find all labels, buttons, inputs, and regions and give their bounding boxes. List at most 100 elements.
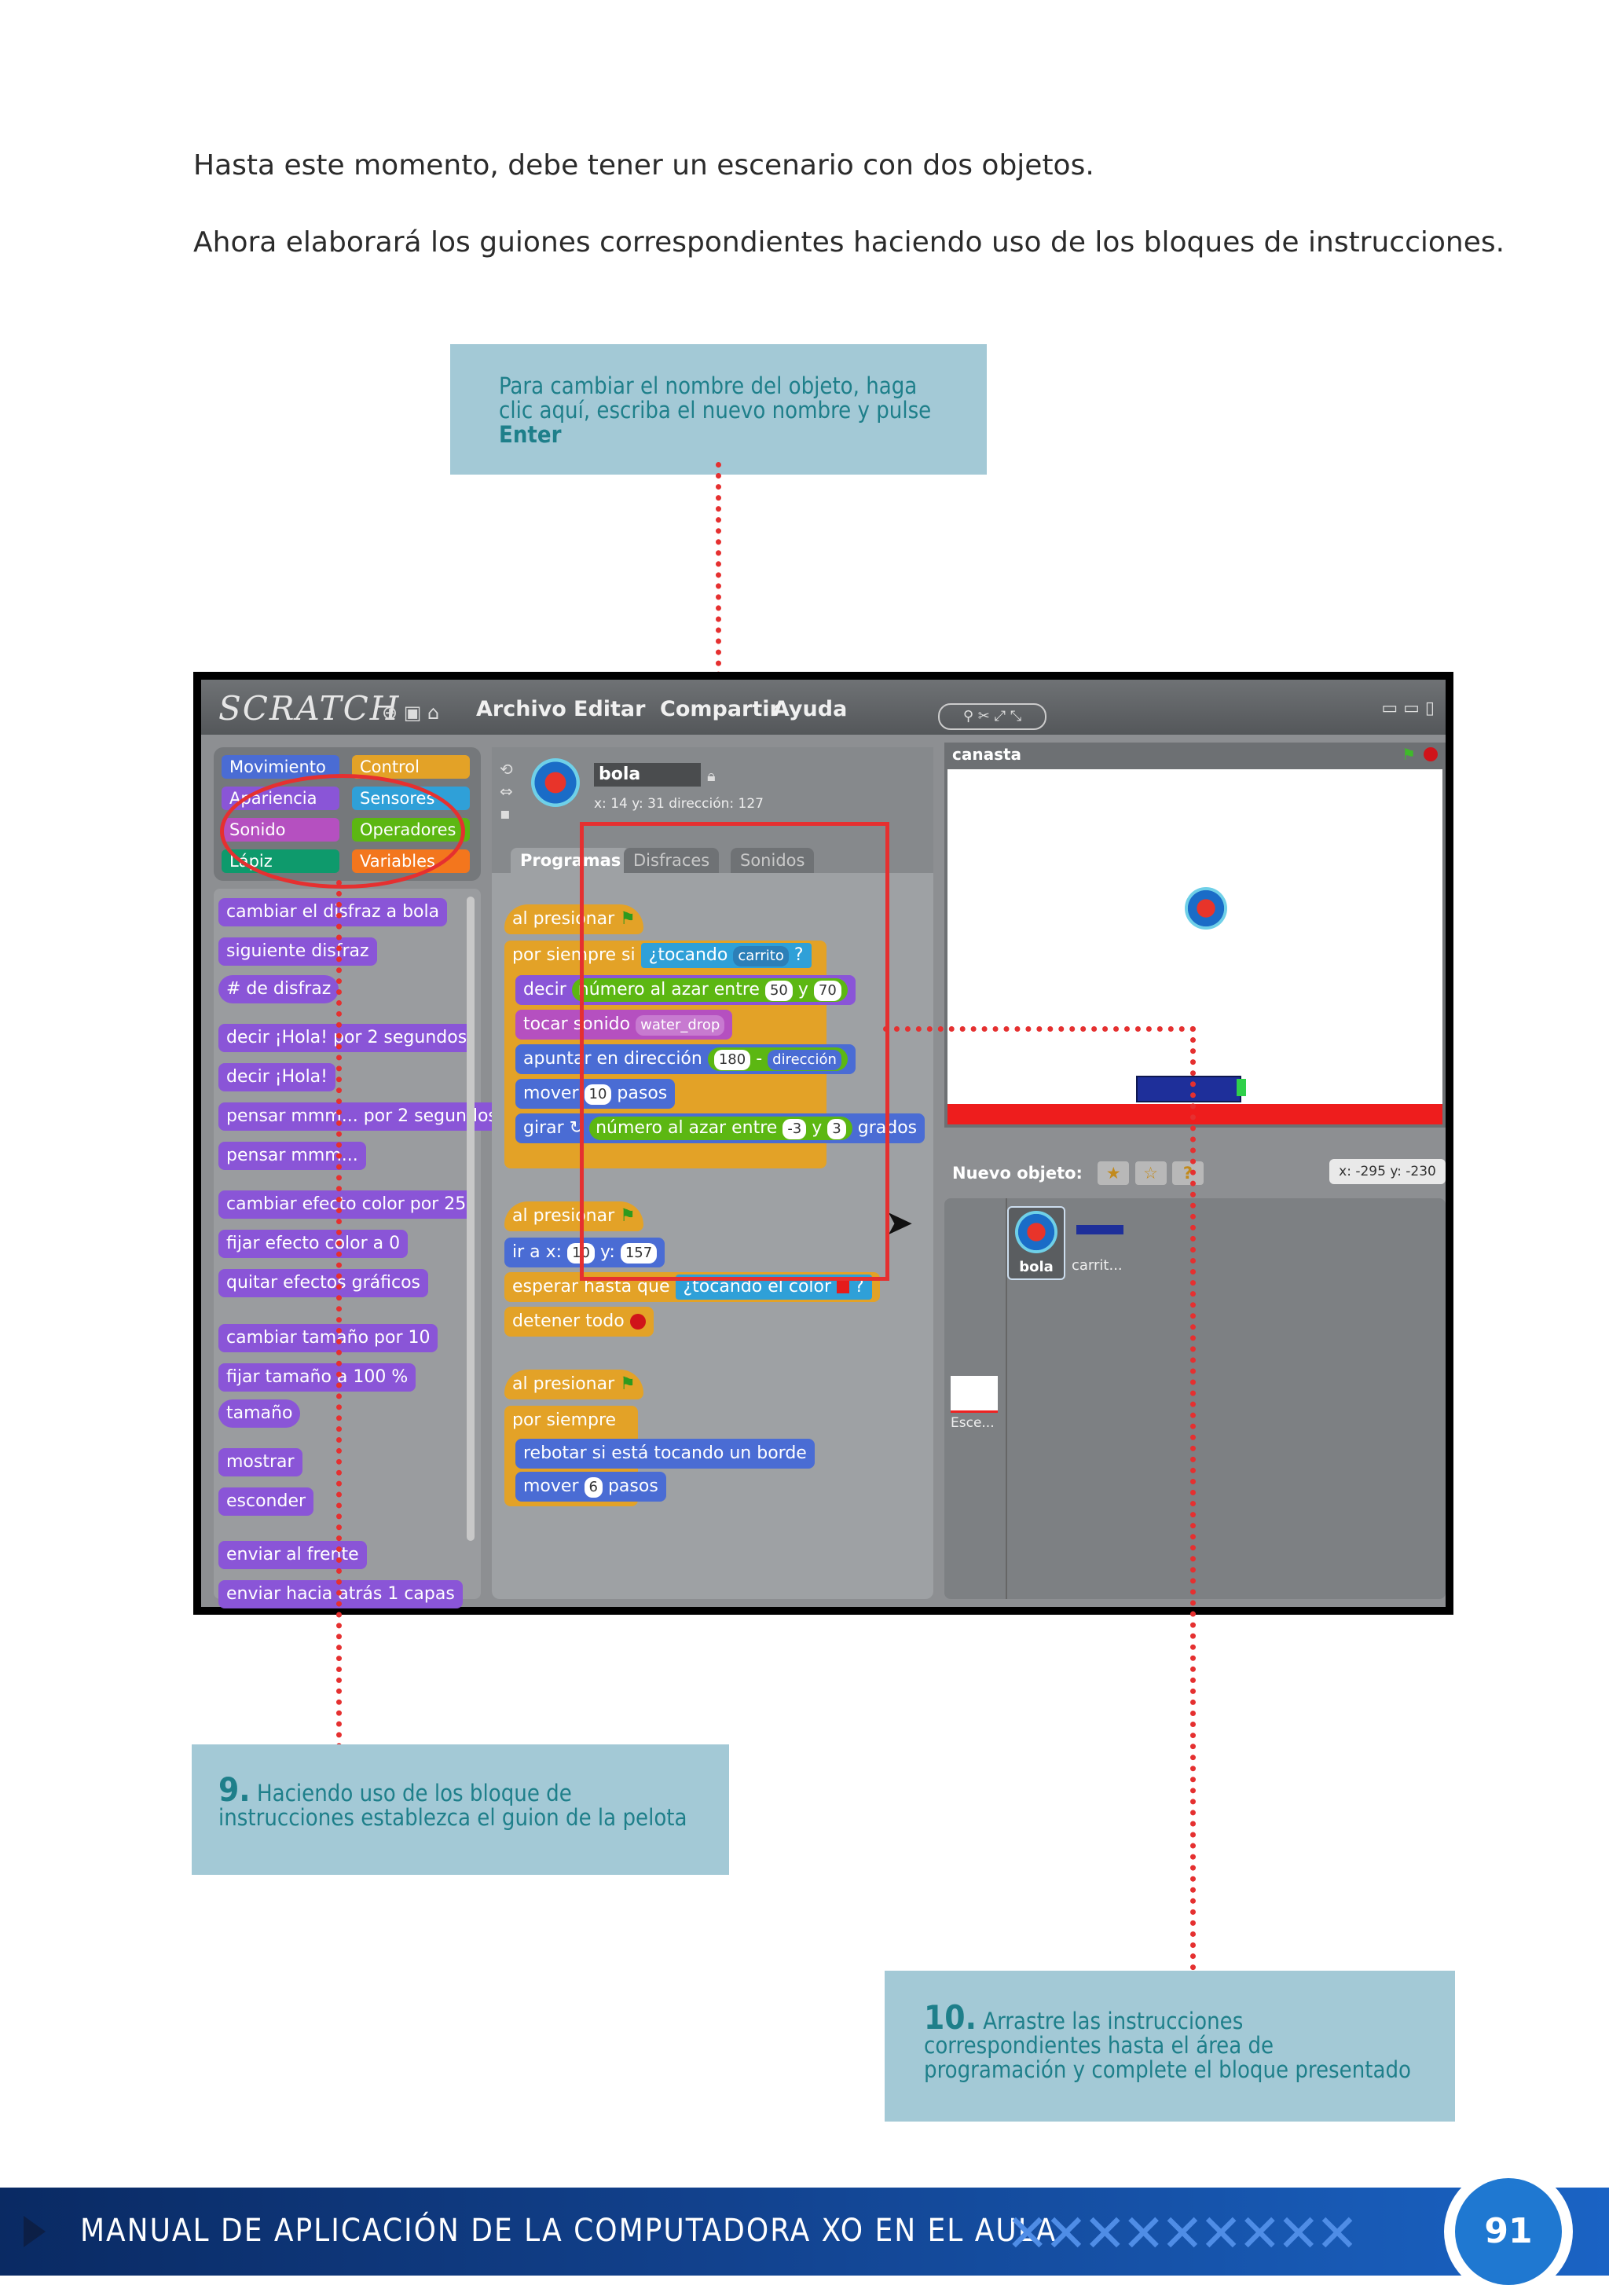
say-label: decir	[523, 980, 566, 999]
mouse-xy-readout: x: -295 y: -230	[1329, 1159, 1446, 1184]
point-direction-block[interactable]: apuntar en dirección 180 - dirección	[515, 1044, 856, 1074]
stage-thumb[interactable]	[951, 1376, 998, 1413]
menu-compartir[interactable]: Compartir	[660, 697, 780, 721]
wait-until-block[interactable]: esperar hasta que ¿tocando el color ?	[504, 1272, 880, 1302]
page-number: 91	[1455, 2178, 1562, 2285]
scratch-topbar: SCRATCH ⊕ ▣ ⌂ Archivo Editar Compartir A…	[201, 680, 1446, 735]
goto-y-label: y:	[599, 1242, 615, 1262]
random-label: número al azar entre	[577, 980, 760, 999]
random-and: y	[797, 980, 808, 999]
connector-step10-v	[1190, 1026, 1196, 1982]
palette-block[interactable]: cambiar efecto color por 25	[218, 1190, 475, 1219]
play-sound-block[interactable]: tocar sonido water_drop	[515, 1010, 733, 1040]
color-swatch[interactable]	[837, 1281, 850, 1293]
xo-figures-icon: ✕✕✕✕✕✕✕✕✕	[1006, 2203, 1359, 2264]
move-steps[interactable]: 6	[584, 1477, 603, 1498]
random-sprite-icon[interactable]: ?	[1171, 1161, 1204, 1185]
move-steps[interactable]: 10	[584, 1084, 612, 1105]
hat-green-flag-1[interactable]: al presionar ⚑	[504, 904, 643, 934]
rotation-style-icons[interactable]: ⟲⇔▪	[500, 760, 513, 823]
step10-text: Arrastre las instrucciones correspondien…	[924, 2008, 1411, 2083]
view-mode-icons[interactable]: ▭ ▭ ▯	[1381, 699, 1435, 718]
point-180[interactable]: 180	[713, 1050, 751, 1070]
ball-sprite[interactable]	[1185, 887, 1227, 930]
green-flag-icon[interactable]: ⚑	[1402, 745, 1416, 764]
direction-reporter[interactable]: dirección	[768, 1050, 841, 1070]
turn-to[interactable]: 3	[827, 1119, 846, 1139]
random-label: número al azar entre	[596, 1118, 778, 1138]
palette-block[interactable]: decir ¡Hola!	[218, 1063, 335, 1091]
stop-all-block[interactable]: detener todo	[504, 1307, 654, 1337]
hat-green-flag-2[interactable]: al presionar ⚑	[504, 1201, 643, 1231]
subtract-block[interactable]: 180 - dirección	[707, 1047, 848, 1071]
stop-icon[interactable]	[1424, 747, 1438, 761]
palette-block[interactable]: pensar mmm... por 2 segundos	[218, 1102, 505, 1131]
turn-from[interactable]: -3	[783, 1119, 807, 1139]
play-sound-label: tocar sonido	[523, 1014, 631, 1034]
scratch-logo: SCRATCH	[218, 689, 401, 728]
random-to[interactable]: 70	[813, 981, 841, 1001]
touching-target[interactable]: carrito	[733, 946, 789, 966]
hat-green-flag-3[interactable]: al presionar ⚑	[504, 1370, 643, 1399]
sprite-label-bola: bola	[1019, 1259, 1054, 1275]
palette-block[interactable]: fijar tamaño a 100 %	[218, 1363, 416, 1392]
say-block[interactable]: decir número al azar entre 50 y 70	[515, 975, 856, 1005]
choose-sprite-icon[interactable]: ☆	[1134, 1161, 1167, 1185]
pasos-label: pasos	[607, 1476, 658, 1496]
sprite-label-carrito: carrit...	[1072, 1257, 1123, 1274]
tab-sonidos[interactable]: Sonidos	[731, 848, 815, 873]
forever-if-label: por siempre si	[512, 945, 636, 965]
random-from[interactable]: 50	[764, 981, 793, 1001]
new-object-label: Nuevo objeto:	[952, 1164, 1083, 1183]
palette-block[interactable]: pensar mmm...	[218, 1142, 366, 1170]
stage-thumb-column: Esce...	[944, 1198, 1007, 1599]
palette-block[interactable]: decir ¡Hola! por 2 segundos	[218, 1024, 475, 1052]
sound-name[interactable]: water_drop	[636, 1015, 725, 1036]
menu-archivo[interactable]: Archivo	[476, 697, 566, 721]
palette-block[interactable]: quitar efectos gráficos	[218, 1269, 428, 1297]
move-block-1[interactable]: mover 10 pasos	[515, 1079, 676, 1109]
palette-block[interactable]: fijar efecto color a 0	[218, 1230, 409, 1258]
touching-block[interactable]: ¿tocando carrito ?	[640, 943, 812, 968]
goto-y[interactable]: 157	[620, 1243, 658, 1264]
bounce-block[interactable]: rebotar si está tocando un borde	[515, 1439, 815, 1469]
palette-block[interactable]: tamaño	[218, 1399, 301, 1428]
goto-xy-block[interactable]: ir a x: 10 y: 157	[504, 1238, 665, 1267]
random-block-turn[interactable]: número al azar entre -3 y 3	[589, 1117, 852, 1140]
menu-ayuda[interactable]: Ayuda	[773, 697, 848, 721]
sprite-name-field[interactable]: bola	[594, 763, 701, 787]
turn-and: y	[812, 1118, 823, 1138]
connector-step10-h	[883, 1026, 1196, 1032]
palette-block[interactable]: mostrar	[218, 1448, 302, 1476]
tools-pill[interactable]: ⚲ ✂ ⤢ ⤡	[938, 703, 1046, 730]
mouse-pointer-icon: ➤	[885, 1203, 914, 1243]
lock-icon[interactable]: 🔒︎	[707, 766, 716, 785]
scripts-area: ⟲⇔▪ bola 🔒︎ x: 14 y: 31 dirección: 127 P…	[492, 747, 933, 1599]
palette-block[interactable]: # de disfraz	[218, 975, 339, 1003]
stage-canvas[interactable]	[944, 766, 1446, 1128]
cart-sprite[interactable]	[1136, 1076, 1241, 1102]
palette-block[interactable]: esconder	[218, 1487, 314, 1516]
menu-editar[interactable]: Editar	[574, 697, 646, 721]
green-flag-icon: ⚑	[620, 909, 636, 929]
sprite-tile-carrito[interactable]: carrit...	[1072, 1206, 1142, 1277]
turn-block[interactable]: girar ↻ número al azar entre -3 y 3 grad…	[515, 1113, 925, 1143]
palette-block[interactable]: cambiar el disfraz a bola	[218, 898, 448, 926]
palette-block[interactable]: siguiente disfraz	[218, 937, 377, 966]
move-label: mover	[523, 1476, 579, 1496]
tab-disfraces[interactable]: Disfraces	[624, 848, 720, 873]
callout-rename-text: Para cambiar el nombre del objeto, haga …	[499, 372, 932, 424]
tab-programas[interactable]: Programas	[511, 848, 631, 873]
paint-sprite-icon[interactable]: ★	[1098, 1161, 1130, 1185]
palette-block[interactable]: cambiar tamaño por 10	[218, 1324, 438, 1352]
sprite-header: ⟲⇔▪ bola 🔒︎ x: 14 y: 31 dirección: 127 P…	[492, 747, 933, 873]
hat-label: al presionar	[512, 909, 615, 929]
palette-scrollbar[interactable]	[467, 897, 475, 1541]
new-object-bar: Nuevo objeto: ★ ☆ ?	[944, 1157, 1321, 1189]
random-block[interactable]: número al azar entre 50 y 70	[571, 978, 848, 1002]
move-block-2[interactable]: mover 6 pasos	[515, 1472, 666, 1502]
category-control[interactable]: Control	[352, 755, 470, 779]
palette-block[interactable]: enviar al frente	[218, 1541, 367, 1569]
sprite-tile-bola[interactable]: bola	[1007, 1206, 1065, 1280]
minus-sign: -	[756, 1049, 763, 1069]
